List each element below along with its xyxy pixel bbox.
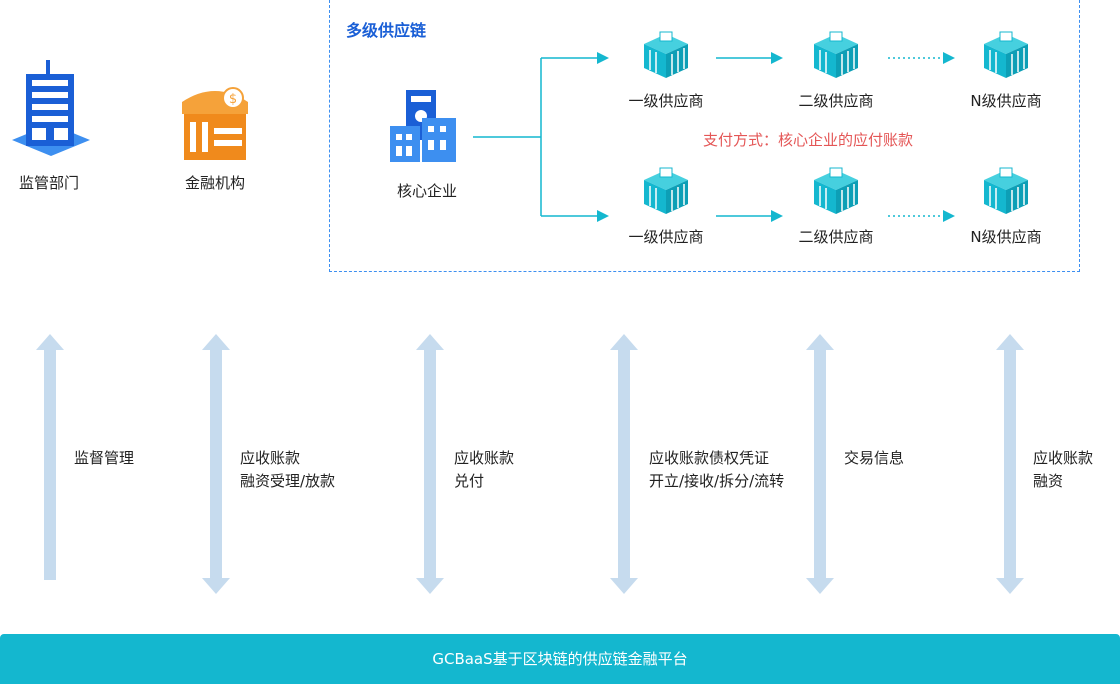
platform-bar: GCBaaS基于区块链的供应链金融平台 [0, 634, 1120, 684]
financial-label: 金融机构 [184, 174, 245, 192]
double-arrow-icon [416, 334, 444, 594]
up-arrow-icon [36, 334, 64, 580]
supplier-container-icon [644, 167, 688, 214]
supplier-container-icon [814, 31, 858, 78]
flow-label-3: 应收账款 兑付 [454, 449, 515, 490]
enterprise-building-icon [390, 90, 456, 162]
flow-label-2: 应收账款 融资受理/放款 [240, 449, 336, 490]
flow-label-5: 交易信息 [844, 449, 905, 467]
regulator-label: 监管部门 [18, 174, 79, 192]
supplier-row1-label-1: 一级供应商 [628, 92, 704, 110]
double-arrow-icon [610, 334, 638, 594]
double-arrow-icon [202, 334, 230, 594]
supply-chain-title: 多级供应链 [346, 21, 427, 40]
supplier-container-icon [984, 167, 1028, 214]
double-arrow-icon [806, 334, 834, 594]
supplier-row2-label-2: 二级供应商 [798, 228, 874, 246]
supplier-row1-label-2: 二级供应商 [798, 92, 874, 110]
flow-label-4: 应收账款债权凭证 开立/接收/拆分/流转 [649, 449, 785, 490]
core-enterprise-label: 核心企业 [396, 182, 457, 200]
flow-label-1: 监督管理 [74, 449, 135, 467]
double-arrow-icon [996, 334, 1024, 594]
supplier-row1-label-3: N级供应商 [970, 92, 1042, 110]
supplier-container-icon [814, 167, 858, 214]
supply-chain-box [329, 0, 1080, 272]
supplier-container-icon [984, 31, 1028, 78]
bank-building-icon: $ [182, 87, 248, 160]
supplier-row2-label-1: 一级供应商 [628, 228, 704, 246]
supplier-container-icon [644, 31, 688, 78]
supplier-row2-label-3: N级供应商 [970, 228, 1042, 246]
flow-label-6: 应收账款 融资 [1033, 449, 1094, 490]
government-building-icon [12, 60, 90, 156]
svg-text:$: $ [229, 92, 237, 107]
payment-method-text: 支付方式：核心企业的应付账款 [703, 131, 914, 149]
